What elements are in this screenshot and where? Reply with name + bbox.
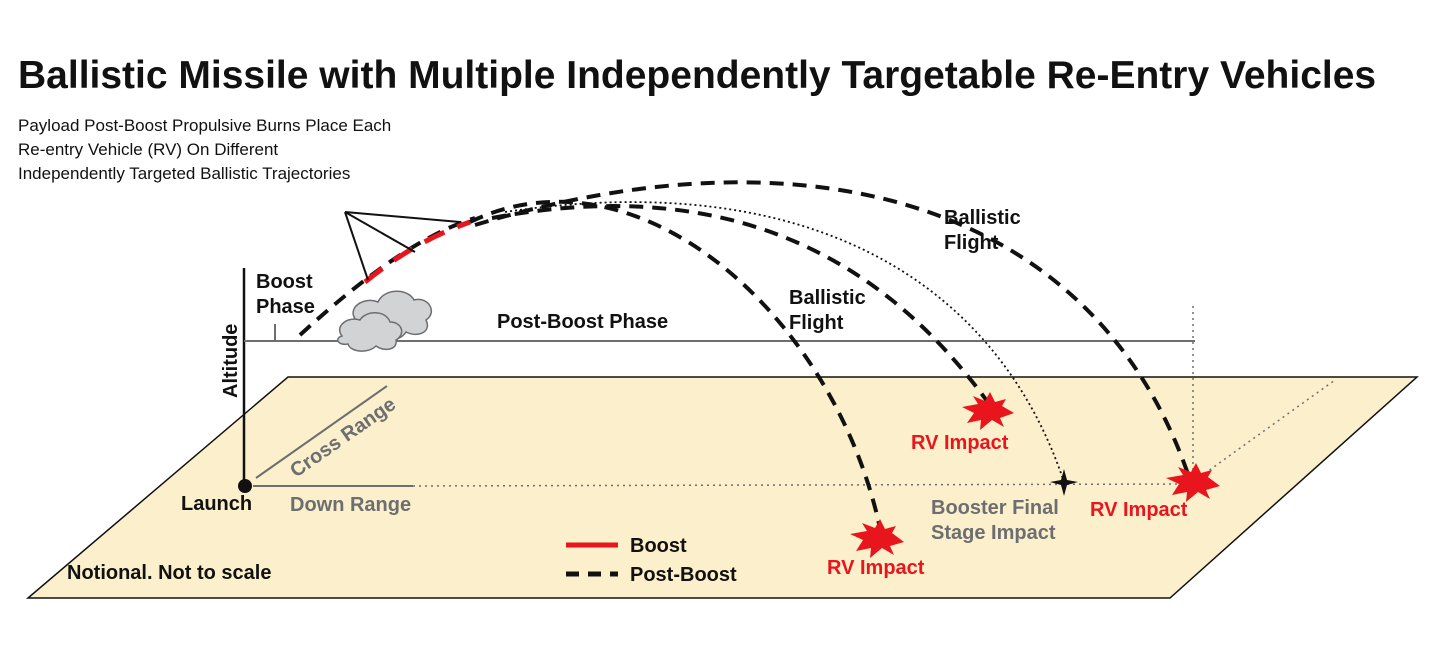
legend-boost-label: Boost <box>630 535 687 557</box>
rv-trajectory-near <box>469 199 884 539</box>
rv-trajectory-middle <box>491 204 994 410</box>
booster-impact-label-line-1: Booster Final <box>931 497 1059 519</box>
rv-impact-label-1: RV Impact <box>911 432 1009 454</box>
post-boost-phase-label: Post-Boost Phase <box>497 311 668 333</box>
rv-impact-burst-icon <box>962 392 1014 430</box>
rv-impact-label-2: RV Impact <box>1090 499 1188 521</box>
ballistic-flight-1-line-2: Flight <box>789 312 844 334</box>
not-to-scale-note: Notional. Not to scale <box>67 562 271 584</box>
ballistic-flight-2-line-2: Flight <box>944 232 999 254</box>
subtitle-line-3: Independently Targeted Ballistic Traject… <box>18 164 350 183</box>
boost-phase-label-line-1: Boost <box>256 271 313 293</box>
subtitle-line-1: Payload Post-Boost Propulsive Burns Plac… <box>18 116 391 135</box>
launch-point <box>238 479 252 493</box>
ground-plane <box>25 376 1419 599</box>
pointer-lines <box>344 211 461 281</box>
rv-impact-burst-icon <box>1166 463 1220 502</box>
legend-post-boost-label: Post-Boost <box>630 564 737 586</box>
cross-range-axis <box>255 385 388 479</box>
boost-segments <box>363 219 471 284</box>
cloud-icon <box>337 290 432 352</box>
rv-trajectory-far <box>474 180 1192 481</box>
ballistic-flight-1-line-1: Ballistic <box>789 287 866 309</box>
altitude-label: Altitude <box>220 324 242 398</box>
booster-trajectory <box>504 201 1065 483</box>
booster-impact-star-icon <box>1050 469 1078 496</box>
boost-phase-label-line-2: Phase <box>256 296 315 318</box>
booster-impact-label-line-2: Stage Impact <box>931 522 1056 544</box>
down-range-label: Down Range <box>290 494 411 516</box>
rv-impact-burst-icon <box>850 519 904 558</box>
subtitle-line-2: Re-entry Vehicle (RV) On Different <box>18 140 278 159</box>
ascent-trajectory <box>298 216 476 337</box>
diagram-title: Ballistic Missile with Multiple Independ… <box>18 54 1376 97</box>
launch-label: Launch <box>181 493 252 515</box>
ballistic-flight-2-line-1: Ballistic <box>944 207 1021 229</box>
rv-impact-label-3: RV Impact <box>827 557 925 579</box>
